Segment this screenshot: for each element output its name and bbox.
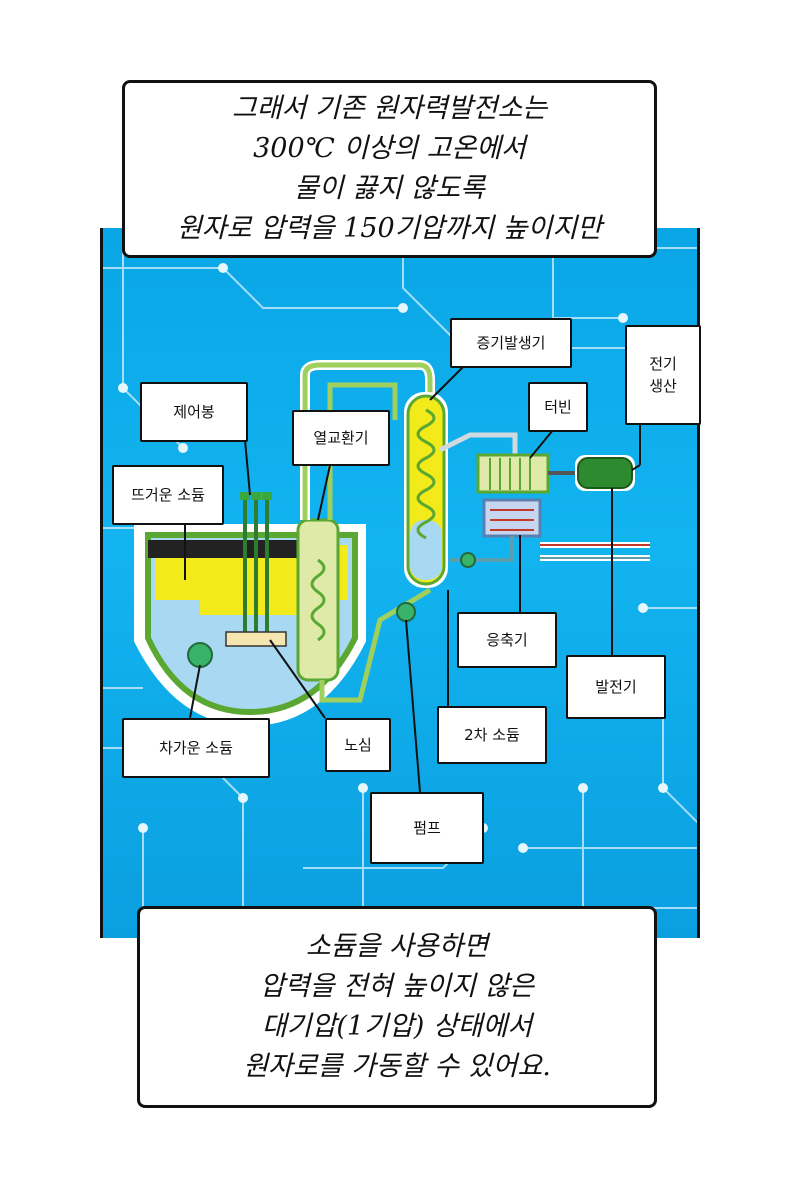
bottom-caption: 소듐을 사용하면 압력을 전혀 높이지 않은 대기압(1기압) 상태에서 원자로… <box>137 906 657 1108</box>
top-caption-line-3: 물이 끓지 않도록 <box>293 173 486 204</box>
label-power-line-1: 전기 <box>649 355 677 373</box>
label-cold-sodium: 차가운 소듐 <box>122 718 270 778</box>
turbine <box>476 453 550 494</box>
label-steam-generator: 증기발생기 <box>450 318 572 368</box>
primary-pump <box>187 642 213 668</box>
bottom-caption-line-2: 압력을 전혀 높이지 않은 <box>259 971 535 1002</box>
label-hot-sodium: 뜨거운 소듐 <box>112 465 224 525</box>
secondary-pipe-hot <box>302 362 433 520</box>
secondary-pump <box>396 602 416 622</box>
generator <box>577 457 633 489</box>
label-generator: 발전기 <box>566 655 666 719</box>
top-caption: 그래서 기존 원자력발전소는 300℃ 이상의 고온에서 물이 끓지 않도록 원… <box>122 80 657 258</box>
label-power-production: 전기 생산 <box>625 325 701 425</box>
leader-lines <box>184 364 641 793</box>
bottom-caption-line-1: 소듐을 사용하면 <box>305 931 489 962</box>
heat-exchanger <box>296 518 340 682</box>
label-turbine: 터빈 <box>528 382 588 432</box>
label-pump: 펌프 <box>370 792 484 864</box>
control-rods <box>243 495 269 640</box>
label-power-line-2: 생산 <box>649 377 677 395</box>
bottom-caption-line-3: 대기압(1기압) 상태에서 <box>261 1011 533 1042</box>
label-control-rod: 제어봉 <box>140 382 248 442</box>
top-caption-line-2: 300℃ 이상의 고온에서 <box>253 133 526 164</box>
top-caption-line-1: 그래서 기존 원자력발전소는 <box>231 93 548 124</box>
bottom-caption-line-4: 원자로를 가동할 수 있어요. <box>243 1051 551 1082</box>
reactor-core <box>225 631 287 647</box>
label-secondary-sodium: 2차 소듐 <box>437 706 547 764</box>
label-heat-exchanger: 열교환기 <box>292 410 390 466</box>
label-condenser: 응축기 <box>457 612 557 668</box>
top-caption-line-4: 원자로 압력을 150기압까지 높이지만 <box>176 213 603 244</box>
label-core: 노심 <box>325 718 391 772</box>
vessel-roof <box>148 540 298 558</box>
